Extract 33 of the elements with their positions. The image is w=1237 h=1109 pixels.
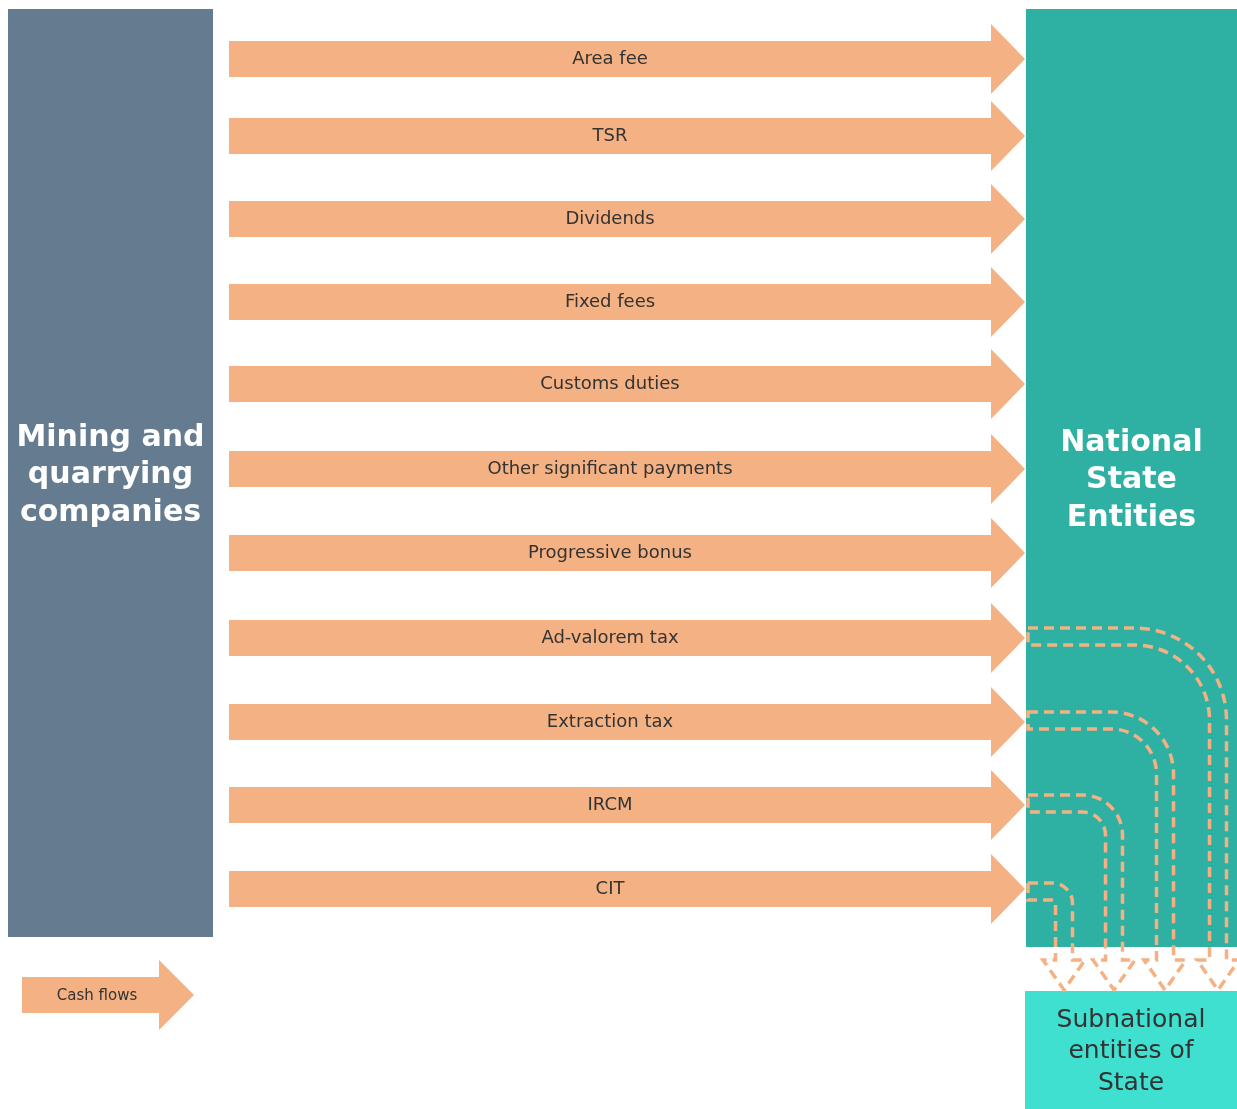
edge-label: Ad-valorem tax — [541, 625, 679, 647]
node-label: Mining and quarrying companies — [16, 416, 205, 530]
node-label: Subnational entities of State — [1055, 1003, 1207, 1097]
subnational-box — [1025, 991, 1237, 1109]
edge-label: TSR — [592, 123, 628, 145]
edge-label: IRCM — [587, 792, 633, 814]
legend-label: Cash flows — [55, 986, 139, 1004]
national-column — [1026, 9, 1237, 947]
flow-arrow — [229, 854, 1025, 924]
flow-arrow — [229, 101, 1025, 171]
flow-arrow — [229, 603, 1025, 673]
flow-arrow — [229, 349, 1025, 419]
dashed-arrow — [1026, 626, 1237, 992]
flow-arrow — [229, 518, 1025, 588]
flow-arrow — [229, 687, 1025, 757]
edge-label: Dividends — [565, 206, 655, 228]
dashed-arrow — [1026, 710, 1188, 992]
dashed-arrow — [1026, 793, 1137, 992]
flow-arrow — [229, 184, 1025, 254]
dashed-arrow — [1026, 881, 1087, 992]
flow-arrow — [229, 24, 1025, 94]
flow-arrow — [229, 434, 1025, 504]
edge-label: Area fee — [572, 46, 648, 68]
edge-label: Fixed fees — [564, 289, 656, 311]
edge-label: CIT — [595, 876, 625, 898]
edge-label: Customs duties — [540, 371, 680, 393]
edge-label: Progressive bonus — [528, 540, 692, 562]
node-label: National State Entities — [1059, 421, 1204, 535]
edge-label: Other significant payments — [487, 456, 733, 478]
edge-label: Extraction tax — [546, 709, 674, 731]
flow-arrow — [229, 267, 1025, 337]
company-column — [8, 9, 213, 937]
flow-arrow — [229, 770, 1025, 840]
